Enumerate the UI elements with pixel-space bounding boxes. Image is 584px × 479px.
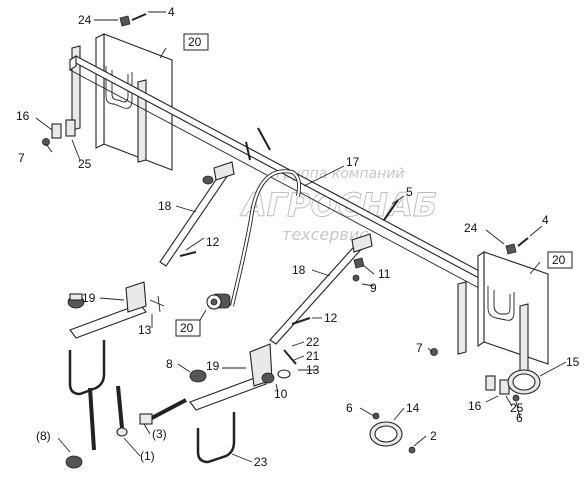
label-4-top-left: 4 <box>168 5 175 19</box>
label-5: 5 <box>406 185 413 199</box>
label-15: 15 <box>566 355 580 369</box>
label-12-left: 12 <box>206 235 220 249</box>
label-24-right: 24 <box>464 221 478 235</box>
label-18-left: 18 <box>158 199 172 213</box>
label-6-right: 6 <box>516 411 523 425</box>
label-23: 23 <box>254 455 268 469</box>
leader-lines <box>35 11 567 463</box>
label-22: 22 <box>306 335 320 349</box>
label-25-right: 25 <box>510 401 524 415</box>
label-24-top-left: 24 <box>78 13 92 27</box>
label-13-left: 13 <box>138 323 152 337</box>
right-mudflap-panel <box>457 250 549 395</box>
watermark-line3: техсервис <box>282 225 368 244</box>
label-box-20-bottom <box>175 319 201 337</box>
u-bolt-left <box>68 340 106 396</box>
label-box-20-top <box>183 33 209 51</box>
label-box-20-right <box>547 251 573 269</box>
reflector-14 <box>369 421 403 447</box>
label-20-bottom: 20 <box>180 321 194 335</box>
label-20-top: 20 <box>188 35 202 49</box>
small-fasteners <box>42 13 529 454</box>
label-19-left: 19 <box>82 291 96 305</box>
u-bolt-23 <box>196 412 236 464</box>
label-8: 8 <box>166 357 173 371</box>
label-1-paren: (1) <box>140 449 155 463</box>
watermark-line2: АГРОСНАБ <box>239 186 437 224</box>
left-strut <box>159 161 235 267</box>
label-10: 10 <box>274 387 288 401</box>
label-9: 9 <box>370 281 377 295</box>
label-6-left: 6 <box>346 401 353 415</box>
label-14: 14 <box>406 401 420 415</box>
label-16-right: 16 <box>468 399 482 413</box>
label-16-left: 16 <box>16 109 30 123</box>
label-20-right: 20 <box>552 253 566 267</box>
right-bracket <box>189 343 273 411</box>
label-8-paren: (8) <box>36 429 51 443</box>
label-11: 11 <box>378 267 391 281</box>
label-17: 17 <box>346 155 360 169</box>
label-18-right: 18 <box>292 263 306 277</box>
watermark: группа компаний АГРОСНАБ техсервис <box>239 166 438 244</box>
reflector-15 <box>507 369 541 395</box>
label-25-left: 25 <box>78 157 92 171</box>
label-19-right: 19 <box>206 359 220 373</box>
loose-bolts <box>65 385 187 469</box>
bent-tube <box>206 169 302 310</box>
label-4-right: 4 <box>542 213 549 227</box>
watermark-line1: группа компаний <box>276 166 405 182</box>
label-21: 21 <box>306 349 320 363</box>
right-strut <box>269 233 373 345</box>
left-bracket <box>67 281 147 339</box>
label-7-right: 7 <box>416 341 423 355</box>
label-13-right: 13 <box>306 363 320 377</box>
label-7-left: 7 <box>18 151 25 165</box>
label-12-right: 12 <box>324 311 338 325</box>
label-3-paren: (3) <box>152 427 167 441</box>
callout-labels: 24 4 20 16 7 25 17 5 18 12 24 4 20 18 11… <box>16 5 580 469</box>
left-mudflap-panel <box>51 33 173 171</box>
label-2: 2 <box>430 429 437 443</box>
